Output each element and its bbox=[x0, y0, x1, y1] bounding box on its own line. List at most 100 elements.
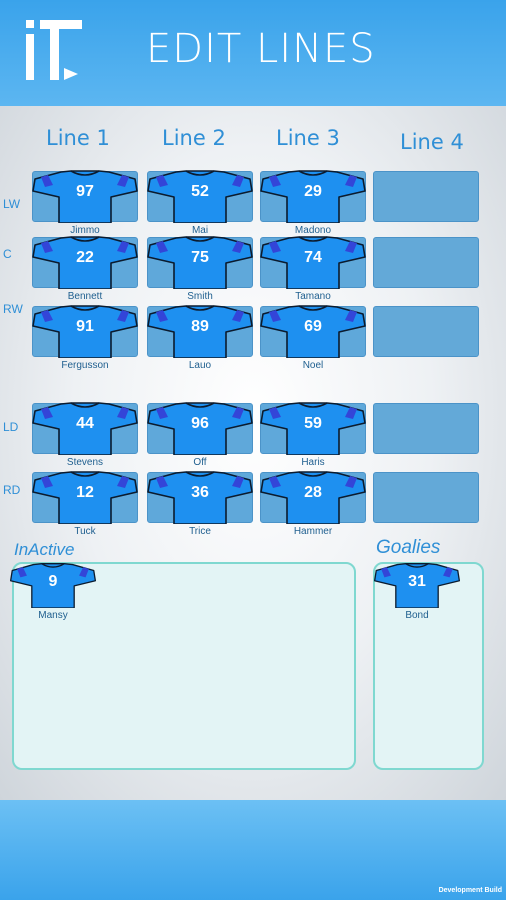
jersey-icon bbox=[9, 563, 97, 608]
jersey[interactable]: 28 bbox=[259, 470, 367, 524]
jersey[interactable]: 44 bbox=[31, 401, 139, 455]
jersey-icon bbox=[32, 236, 138, 289]
jersey[interactable]: 59 bbox=[259, 401, 367, 455]
player-name: Bond bbox=[405, 610, 429, 621]
empty-slot[interactable] bbox=[373, 403, 479, 454]
player-name: Madono bbox=[294, 225, 332, 236]
player-name: Tamano bbox=[295, 291, 331, 302]
column-header-line-2: Line 2 bbox=[162, 126, 226, 150]
jersey-number: 75 bbox=[191, 249, 209, 266]
jersey-icon bbox=[147, 305, 253, 358]
jersey-number: 12 bbox=[76, 484, 94, 501]
goalies-title: Goalies bbox=[376, 537, 441, 558]
jersey-icon bbox=[147, 236, 253, 289]
jersey[interactable]: 22 bbox=[31, 235, 139, 289]
header-bar: EDIT LINES bbox=[0, 0, 506, 106]
jersey-number: 9 bbox=[48, 573, 58, 590]
jersey-icon bbox=[373, 563, 461, 608]
jersey[interactable]: 52 bbox=[146, 169, 254, 223]
jersey-icon bbox=[260, 402, 366, 455]
jersey-number: 28 bbox=[304, 484, 322, 501]
player-name: Tuck bbox=[74, 526, 96, 537]
row-label-c: C bbox=[3, 247, 12, 261]
jersey-number: 69 bbox=[304, 318, 322, 335]
row-label-ld: LD bbox=[3, 420, 19, 434]
player-name: Off bbox=[193, 457, 207, 468]
row-label-lw: LW bbox=[3, 197, 21, 211]
jersey[interactable]: 12 bbox=[31, 470, 139, 524]
empty-slot[interactable] bbox=[373, 171, 479, 222]
jersey-icon bbox=[32, 170, 138, 223]
column-header-line-4: Line 4 bbox=[400, 130, 464, 154]
jersey-icon bbox=[147, 471, 253, 524]
jersey-number: 52 bbox=[191, 183, 209, 200]
jersey[interactable]: 97 bbox=[31, 169, 139, 223]
jersey-number: 44 bbox=[76, 415, 94, 432]
jersey-icon bbox=[32, 471, 138, 524]
player-name: Trice bbox=[189, 526, 211, 537]
player-name: Lauo bbox=[188, 360, 212, 371]
column-header-line-3: Line 3 bbox=[276, 126, 340, 150]
player-name: Mansy bbox=[38, 610, 68, 621]
jersey-number: 29 bbox=[304, 183, 322, 200]
player-name: Bennett bbox=[67, 291, 103, 302]
jersey[interactable]: 9 bbox=[9, 562, 97, 608]
it-logo-icon bbox=[26, 20, 82, 80]
jersey[interactable]: 96 bbox=[146, 401, 254, 455]
jersey-number: 22 bbox=[76, 249, 94, 266]
page-title: EDIT LINES bbox=[146, 26, 376, 72]
jersey[interactable]: 89 bbox=[146, 304, 254, 358]
empty-slot[interactable] bbox=[373, 472, 479, 523]
jersey-number: 59 bbox=[304, 415, 322, 432]
player-name: Fergusson bbox=[61, 360, 109, 371]
jersey-number: 97 bbox=[76, 183, 94, 200]
jersey[interactable]: 75 bbox=[146, 235, 254, 289]
jersey-icon bbox=[260, 170, 366, 223]
jersey-number: 36 bbox=[191, 484, 209, 501]
jersey-icon bbox=[147, 170, 253, 223]
footer-bar: Development Build bbox=[0, 800, 506, 900]
jersey[interactable]: 36 bbox=[146, 470, 254, 524]
jersey[interactable]: 74 bbox=[259, 235, 367, 289]
jersey-icon bbox=[147, 402, 253, 455]
jersey[interactable]: 29 bbox=[259, 169, 367, 223]
jersey-icon bbox=[32, 402, 138, 455]
player-name: Stevens bbox=[66, 457, 104, 468]
player-name: Haris bbox=[301, 457, 325, 468]
jersey-number: 74 bbox=[304, 249, 322, 266]
jersey[interactable]: 91 bbox=[31, 304, 139, 358]
empty-slot[interactable] bbox=[373, 306, 479, 357]
dev-build-label: Development Build bbox=[438, 887, 502, 894]
player-name: Smith bbox=[187, 291, 213, 302]
jersey[interactable]: 31 bbox=[373, 562, 461, 608]
jersey-icon bbox=[260, 236, 366, 289]
row-label-rw: RW bbox=[3, 302, 23, 316]
inactive-title: InActive bbox=[14, 540, 75, 559]
empty-slot[interactable] bbox=[373, 237, 479, 288]
column-header-line-1: Line 1 bbox=[46, 126, 110, 150]
jersey-icon bbox=[260, 471, 366, 524]
jersey[interactable]: 69 bbox=[259, 304, 367, 358]
player-name: Mai bbox=[191, 225, 209, 236]
jersey-icon bbox=[260, 305, 366, 358]
jersey-icon bbox=[32, 305, 138, 358]
jersey-number: 96 bbox=[191, 415, 209, 432]
jersey-number: 31 bbox=[408, 573, 426, 590]
